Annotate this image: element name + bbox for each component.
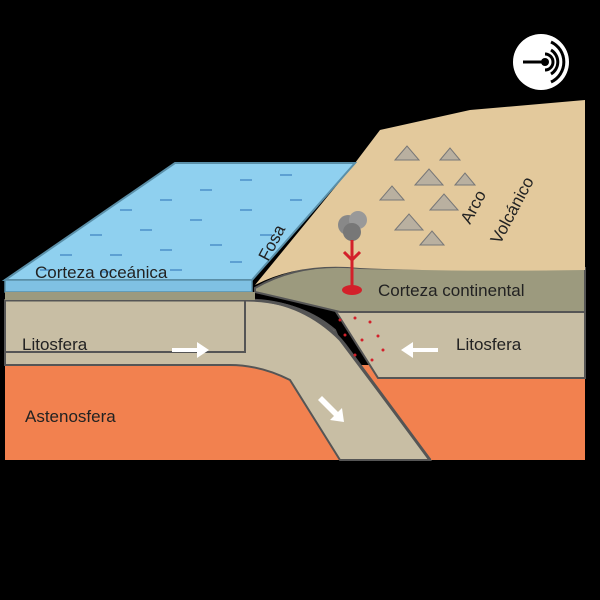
volcanic-mountains [378,145,477,246]
podcast-broadcast-icon[interactable] [513,34,569,90]
label-ocean-crust: Corteza oceánica [35,263,168,282]
label-continental-crust: Corteza continental [378,281,524,300]
ocean-waves [40,174,302,273]
volcano-plume [338,211,367,295]
arrow-down-right-icon [318,396,344,422]
ocean-crust-front [5,292,255,300]
arrow-right-icon [172,342,209,358]
label-lithosphere-left: Litosfera [22,335,88,354]
continental-land-surface [255,100,585,285]
label-lithosphere-right: Litosfera [456,335,522,354]
arrow-left-icon [401,342,438,358]
magma-droplets [338,316,385,362]
label-asthenosphere: Astenosfera [25,407,116,426]
